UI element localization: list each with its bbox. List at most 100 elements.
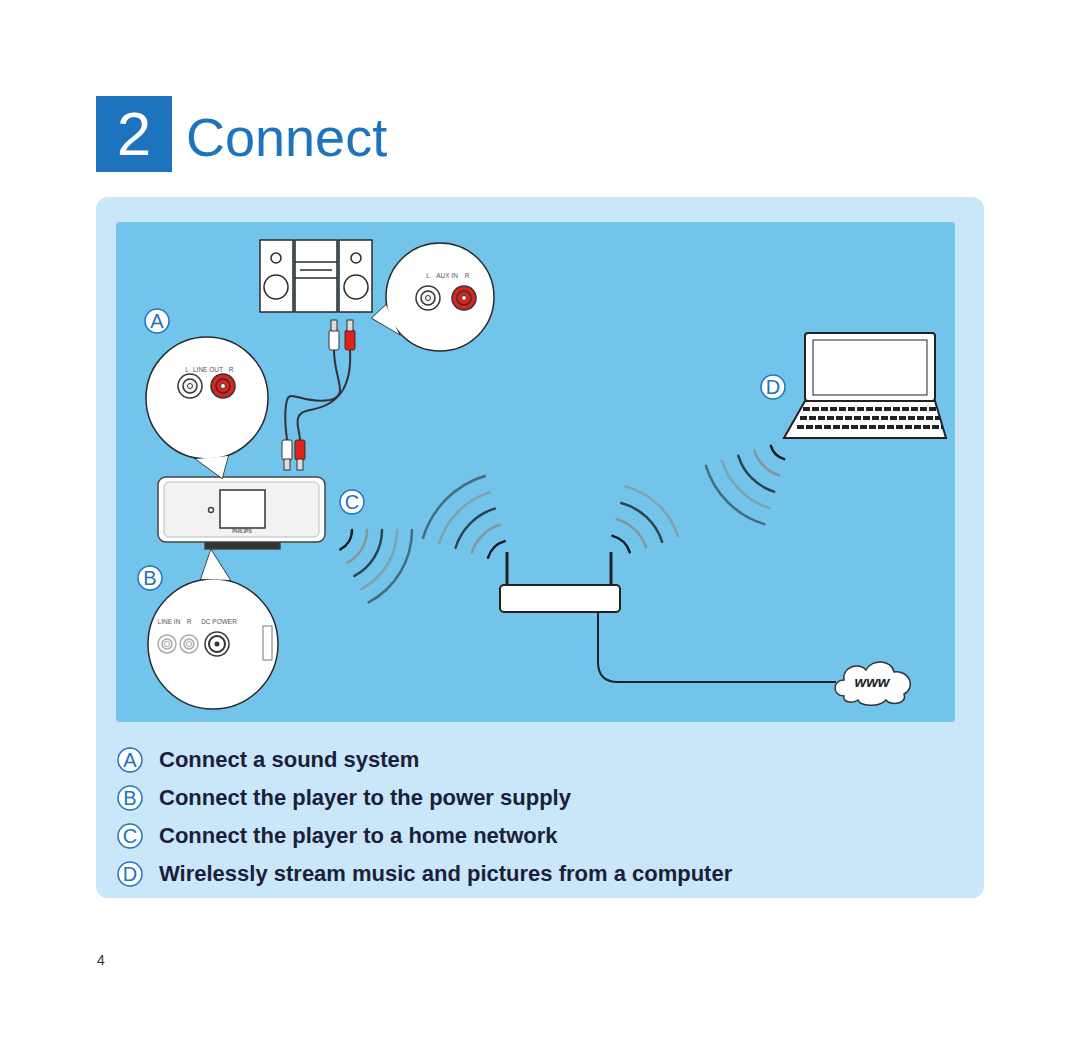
jack [205, 632, 229, 656]
laptop [784, 401, 946, 438]
wave-arc [354, 530, 382, 576]
node-label: B [123, 788, 136, 808]
jack [158, 635, 176, 653]
node-label: A [123, 750, 136, 770]
wave-arc [738, 456, 774, 492]
wave-arc [617, 519, 646, 547]
jack [180, 635, 198, 653]
router [500, 585, 620, 612]
wave-arc [722, 461, 769, 508]
jack [221, 384, 226, 389]
stereo-system [339, 240, 372, 312]
wave-arc [423, 476, 485, 538]
laptop [805, 333, 935, 401]
panel [96, 197, 984, 898]
dc-power-callout-outline [147, 578, 279, 710]
jack-label: R [465, 273, 470, 280]
jack [209, 636, 225, 652]
jack [178, 374, 202, 398]
rca-plug [282, 440, 292, 460]
jack [205, 632, 229, 656]
jack [184, 639, 194, 649]
step-letter: B [117, 785, 143, 811]
wave-arc [347, 530, 367, 563]
step-letter: A [144, 308, 170, 334]
jack-label: LINE OUT [193, 367, 223, 374]
node-label: B [143, 568, 156, 588]
jack [180, 635, 198, 653]
wave-arc [456, 509, 495, 548]
step-description: Wirelessly stream music and pictures fro… [159, 863, 732, 885]
brand-mark: PHILIPS [232, 529, 251, 534]
panel [96, 197, 984, 898]
port-edge [263, 626, 272, 660]
router [500, 552, 836, 682]
rca-plug [345, 330, 355, 350]
page-number: 4 [97, 953, 105, 967]
jack-label: L [185, 367, 189, 374]
wave-arc [706, 466, 764, 524]
wave-arc [771, 446, 784, 459]
wave-arc [626, 487, 679, 537]
step-letter: B [137, 565, 163, 591]
jack [416, 286, 440, 310]
stereo-system [271, 253, 281, 263]
stereo-system [260, 240, 293, 312]
stereo-system [295, 240, 337, 312]
letter-circle [340, 490, 364, 514]
jack [215, 642, 220, 647]
step-letter: C [339, 489, 365, 515]
rca-plug [347, 320, 353, 331]
node-label: 2 [117, 103, 151, 165]
jack-label: L [426, 273, 430, 280]
wave-arc [340, 530, 352, 549]
box-fill [96, 96, 172, 172]
wave-arc [612, 536, 629, 552]
rca-cable [285, 350, 350, 440]
letter-circle [761, 375, 785, 399]
router [598, 612, 836, 682]
wave-arc [472, 525, 500, 553]
letter-circle [118, 824, 142, 848]
player-device [209, 508, 214, 513]
step-letter: D [117, 861, 143, 887]
stereo-system [351, 253, 361, 263]
jack [178, 374, 202, 398]
callout-tail [201, 550, 230, 580]
step-number-box: 2 [96, 96, 172, 172]
aux-in-callout: LAUX INR [385, 242, 495, 352]
laptop [797, 409, 943, 427]
node-label: D [123, 864, 137, 884]
keyboard-keys [797, 425, 943, 429]
wave-arc [368, 530, 412, 602]
jack-label: DC POWER [201, 619, 237, 626]
jack [162, 639, 172, 649]
rca-cable [298, 350, 351, 440]
step-description: Connect a sound system [159, 749, 419, 771]
jack-label: R [187, 619, 192, 626]
laptop [813, 340, 927, 395]
rca-plug [329, 330, 339, 350]
letter-circle [118, 786, 142, 810]
node-label: C [123, 826, 137, 846]
callout-circle [148, 579, 278, 709]
stereo-system [295, 277, 337, 279]
panel [116, 222, 955, 722]
dc-power-callout: LINE IN R DC POWER [147, 578, 279, 710]
internet-cloud: www [830, 656, 914, 706]
cloud-outline [835, 662, 910, 705]
rca-plug [331, 320, 337, 331]
jack [188, 384, 193, 389]
rca-plug [282, 320, 355, 470]
jack [216, 379, 230, 393]
letter-circle [138, 566, 162, 590]
step-letter: A [117, 747, 143, 773]
rca-plug [284, 459, 290, 470]
rca-cable [285, 350, 340, 440]
jack [183, 379, 197, 393]
jack-label: R [229, 367, 234, 374]
callout-tail-fill [372, 305, 399, 334]
jack [158, 635, 176, 653]
jack-label: LINE IN [158, 619, 181, 626]
router [506, 552, 509, 586]
